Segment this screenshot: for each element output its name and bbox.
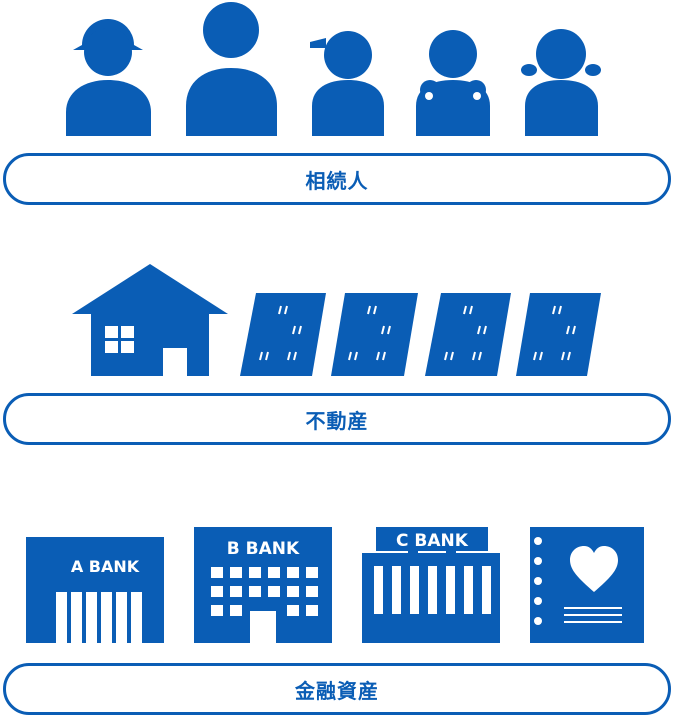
bank-c-icon bbox=[362, 527, 500, 643]
financial-assets-label-box: 金融資産 bbox=[3, 663, 671, 715]
passbook-heart-icon bbox=[530, 527, 644, 643]
girl-pigtails-icon bbox=[521, 29, 601, 136]
person-helmet-icon bbox=[66, 19, 151, 136]
real-estate-label-box: 不動産 bbox=[3, 393, 671, 445]
financial-assets-label: 金融資産 bbox=[295, 678, 379, 703]
bank-a-icon bbox=[26, 537, 164, 643]
bank-b-label: B BANK bbox=[227, 539, 300, 559]
person-icon bbox=[186, 2, 277, 136]
child-cap-icon bbox=[310, 31, 384, 136]
land-plot-icon bbox=[331, 293, 418, 376]
heirs-label-box: 相続人 bbox=[3, 153, 671, 205]
bank-b-icon bbox=[194, 527, 332, 643]
bank-c-label: C BANK bbox=[396, 531, 469, 551]
real-estate-label: 不動産 bbox=[305, 408, 369, 433]
girl-braids-icon bbox=[416, 30, 490, 136]
bank-a-label: A BANK bbox=[71, 557, 140, 576]
land-plot-icon bbox=[240, 293, 326, 376]
land-plot-icon bbox=[425, 293, 511, 376]
land-plot-icon bbox=[516, 293, 601, 376]
heirs-label: 相続人 bbox=[305, 168, 369, 193]
house-icon bbox=[72, 264, 228, 376]
